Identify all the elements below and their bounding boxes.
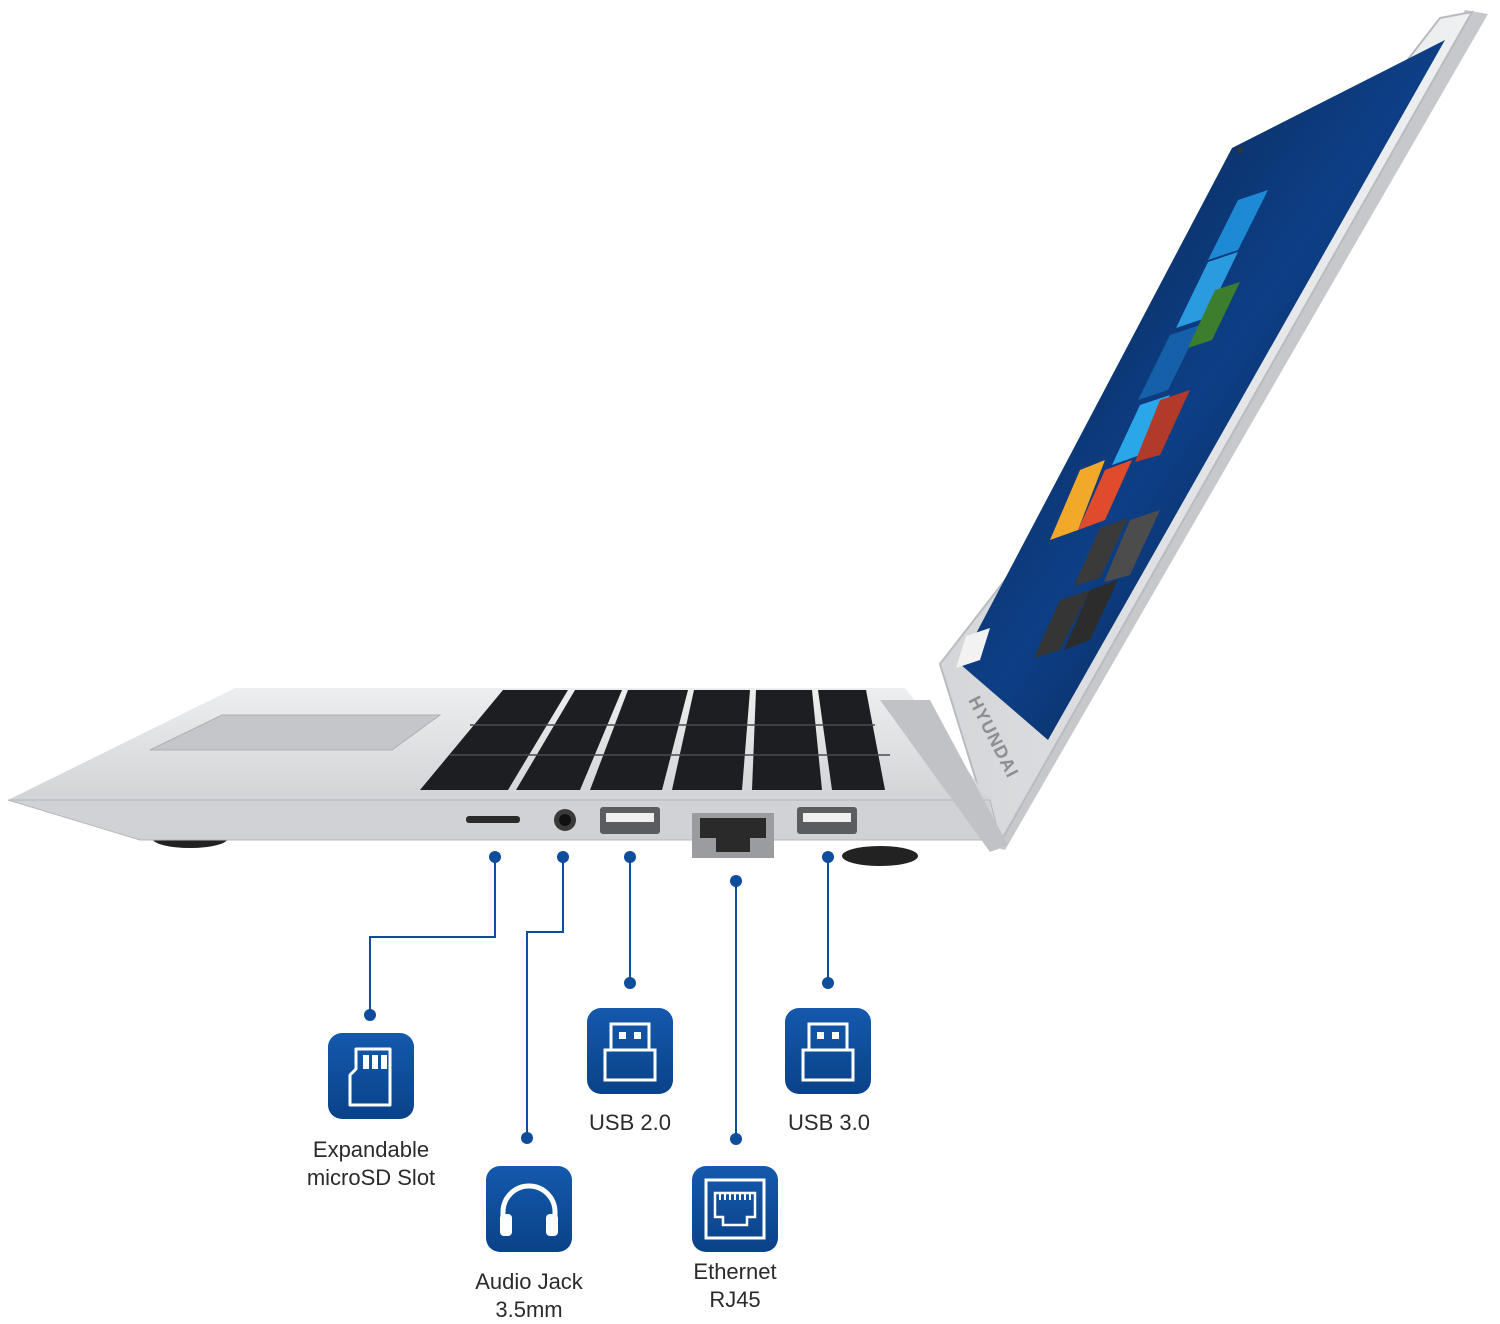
usb-2-label-line1: USB 2.0 <box>589 1110 671 1135</box>
usb-3-label: USB 3.0 <box>769 1109 889 1137</box>
audio-jack-label-line2: 3.5mm <box>495 1297 563 1322</box>
laptop-screen <box>960 40 1445 740</box>
webcam <box>1237 147 1243 153</box>
callout-lines <box>369 857 829 1139</box>
usb-2-label: USB 2.0 <box>570 1109 690 1137</box>
keyboard-gaps <box>450 724 890 756</box>
keyboard <box>420 690 885 790</box>
usb-icon <box>587 1008 673 1094</box>
callout-dots <box>364 851 834 1145</box>
ethernet-label-line1: Ethernet <box>693 1259 777 1284</box>
taskbar-search-box <box>956 628 990 668</box>
usb-icon <box>785 1008 871 1094</box>
touchpad <box>149 714 442 751</box>
audio-jack-label: Audio Jack 3.5mm <box>449 1268 609 1324</box>
laptop-lid: HYUNDAI <box>938 10 1488 851</box>
ethernet-label-line2: RJ45 <box>709 1287 761 1312</box>
ethernet-port-icon <box>692 1166 778 1252</box>
microsd-label-line2: microSD Slot <box>306 1165 436 1190</box>
laptop-base <box>7 688 1008 866</box>
start-menu-tiles <box>1034 190 1268 658</box>
microsd-slot <box>466 816 520 823</box>
ethernet-label: Ethernet RJ45 <box>675 1258 795 1314</box>
side-ports <box>466 807 857 858</box>
usb-3-label-line1: USB 3.0 <box>788 1110 870 1135</box>
microsd-card-icon <box>328 1033 414 1119</box>
microsd-label-line1: Expandable <box>312 1137 430 1162</box>
headphones-icon <box>486 1166 572 1252</box>
microsd-label: Expandable microSD Slot <box>291 1136 451 1192</box>
audio-jack-label-line1: Audio Jack <box>475 1269 583 1294</box>
rear-foot <box>842 846 918 866</box>
hinge <box>880 700 1008 852</box>
